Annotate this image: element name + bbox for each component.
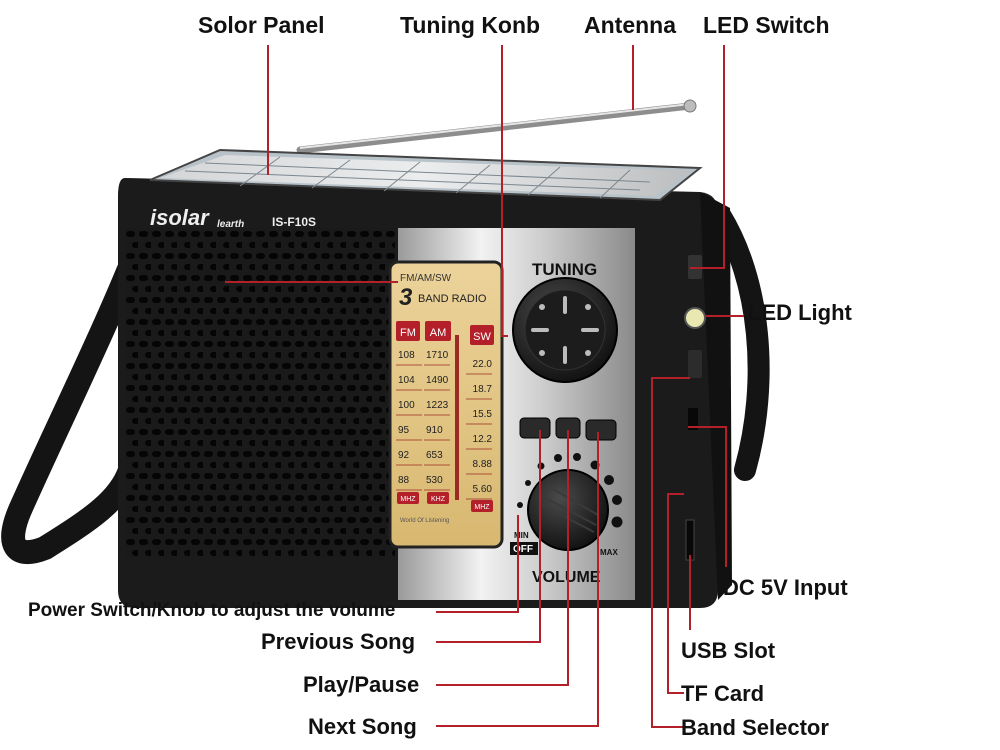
am-frequency: 1710 — [426, 350, 449, 361]
fm-frequency: 104 — [398, 375, 415, 386]
leader-band-selector — [651, 377, 690, 728]
band-radio: BAND RADIO — [418, 293, 487, 305]
callout-lines — [225, 45, 744, 728]
leader-next — [436, 432, 599, 727]
tuning-knob[interactable] — [512, 277, 618, 383]
next-song-button[interactable] — [585, 419, 617, 441]
usb-slot — [685, 519, 695, 561]
label-play-pause: Play/Pause — [303, 672, 420, 697]
label-previous-song: Previous Song — [261, 629, 416, 654]
band-number: 3 — [399, 284, 413, 311]
sw-frequency: 22.0 — [473, 359, 493, 370]
leader-play — [436, 430, 569, 686]
model-number: IS-F10S — [272, 215, 316, 229]
brand-suffix: learth — [217, 219, 244, 230]
am-tag: AM — [430, 327, 447, 339]
brand-logo: isolar — [150, 205, 210, 230]
sw-unit: MHZ — [474, 504, 490, 511]
label-tuning-knob: Tuning Konb — [400, 12, 541, 38]
volume-label: VOLUME — [532, 569, 601, 586]
fm-frequency: 88 — [398, 475, 410, 486]
label-power-switch: Power Switch/Knob to adjust the volume — [28, 600, 396, 621]
leader-power — [436, 515, 519, 613]
fm-tag: FM — [400, 327, 416, 339]
led-lamp — [684, 307, 706, 329]
label-next-song: Next Song — [308, 714, 417, 739]
off-label: OFF — [513, 544, 533, 555]
label-led-light: LED Light — [748, 300, 852, 325]
tf-card-slot — [688, 408, 698, 430]
sw-frequency: 15.5 — [473, 409, 493, 420]
leader-led-switch — [690, 45, 725, 269]
sw-frequency: 8.88 — [473, 459, 493, 470]
frequency-dial: FM/AM/SW 3 BAND RADIO FM AM SW 108 104 100… — [388, 260, 504, 549]
label-solar-panel: Solor Panel — [198, 12, 325, 38]
leader-tuning-knob — [501, 45, 508, 337]
sw-scale: 22.0 18.7 15.5 12.2 8.88 5.60 — [466, 359, 493, 500]
fm-frequency: 100 — [398, 400, 415, 411]
dial-footer: World Of Listening — [400, 518, 449, 524]
fm-scale: 108 104 100 95 92 88 — [396, 350, 422, 491]
leader-previous — [436, 430, 541, 643]
leader-tf-card — [667, 493, 684, 694]
am-frequency: 910 — [426, 425, 443, 436]
label-antenna: Antenna — [584, 12, 676, 38]
label-band-selector: Band Selector — [681, 715, 829, 740]
fm-frequency: 92 — [398, 450, 410, 461]
min-label: MIN — [514, 531, 529, 540]
label-led-switch: LED Switch — [703, 12, 830, 38]
am-frequency: 653 — [426, 450, 443, 461]
fm-frequency: 95 — [398, 425, 410, 436]
previous-song-button[interactable] — [519, 417, 551, 439]
sw-tag: SW — [473, 331, 491, 343]
label-usb-slot: USB Slot — [681, 638, 776, 663]
am-frequency: 1223 — [426, 400, 449, 411]
max-label: MAX — [600, 548, 618, 557]
speaker-grill — [125, 228, 395, 558]
tuning-label: TUNING — [532, 260, 597, 279]
fm-frequency: 108 — [398, 350, 415, 361]
carry-strap-right — [709, 204, 770, 481]
antenna-rod — [296, 99, 697, 154]
carry-strap — [1, 203, 162, 564]
leader-dc-input — [688, 426, 727, 567]
band-line: FM/AM/SW — [400, 273, 452, 284]
band-selector-switch[interactable] — [688, 350, 702, 378]
am-frequency: 1490 — [426, 375, 449, 386]
am-frequency: 530 — [426, 475, 443, 486]
solar-panel — [149, 148, 703, 202]
sw-frequency: 18.7 — [473, 384, 493, 395]
am-scale: 1710 1490 1223 910 653 530 — [424, 350, 450, 491]
fm-unit: MHZ — [400, 496, 416, 503]
label-tf-card: TF Card — [681, 681, 765, 706]
sw-frequency: 5.60 — [473, 484, 493, 495]
sw-frequency: 12.2 — [473, 434, 493, 445]
am-unit: KHZ — [431, 496, 446, 503]
label-dc-input: DC 5V Input — [723, 575, 848, 600]
